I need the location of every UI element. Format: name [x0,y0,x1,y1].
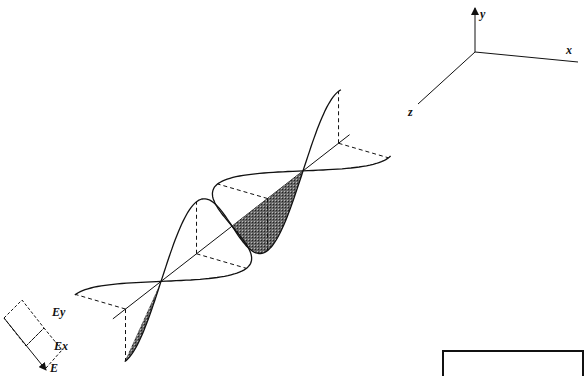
axis-label: y [480,8,485,20]
crest-line [267,199,268,251]
crest-line [338,91,339,143]
shaded-lobe [125,281,161,361]
crest-line [76,294,126,309]
wave-curves [75,90,391,362]
axes [418,8,578,104]
ey-wave [125,90,341,362]
crest-line [339,143,389,158]
crest-line [125,309,126,361]
ex-wave [75,156,391,295]
propagation-axis [113,135,350,319]
vector-label: E [50,362,58,374]
vector-label: Ey [52,306,65,318]
crest-line [197,254,247,269]
vector-label: Ex [54,340,68,352]
axis-label: z [408,106,413,118]
caption-box [443,351,584,376]
crest-line [218,184,268,199]
crest-line [196,202,197,254]
axis-label: x [566,44,572,56]
